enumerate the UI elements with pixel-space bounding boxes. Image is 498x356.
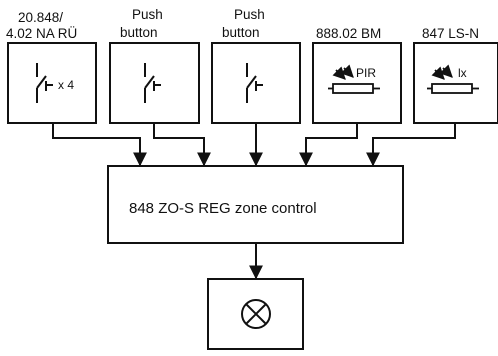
- lamp-icon: [241, 299, 271, 329]
- input-4-box: [312, 42, 402, 124]
- light-sensor-icon: [427, 64, 479, 94]
- input-2-label-line1: Push: [132, 7, 163, 22]
- pir-sensor-icon: [328, 64, 380, 94]
- input-3-label-line2: button: [222, 25, 260, 40]
- input-1-label-line2: 4.02 NA RÜ: [6, 26, 77, 41]
- input-2-label-line2: button: [120, 25, 158, 40]
- input-connectors: [52, 123, 456, 167]
- lx-label: lx: [458, 66, 467, 80]
- switch-contact-icon: [144, 63, 161, 103]
- input-5-box: [413, 42, 498, 124]
- switch-contact-icon: [36, 63, 53, 103]
- input-4-label: 888.02 BM: [316, 26, 381, 41]
- pir-label: PIR: [356, 66, 376, 80]
- zone-controller-box: [107, 165, 404, 244]
- input-1-label-line1: 20.848/: [18, 10, 63, 25]
- zone-controller-label: 848 ZO-S REG zone control: [129, 200, 317, 217]
- input-1-multiplier: x 4: [58, 78, 74, 92]
- input-5-label: 847 LS-N: [422, 26, 479, 41]
- input-3-label-line1: Push: [234, 7, 265, 22]
- input-1-box: [7, 42, 97, 124]
- switch-contact-icon: [246, 63, 263, 103]
